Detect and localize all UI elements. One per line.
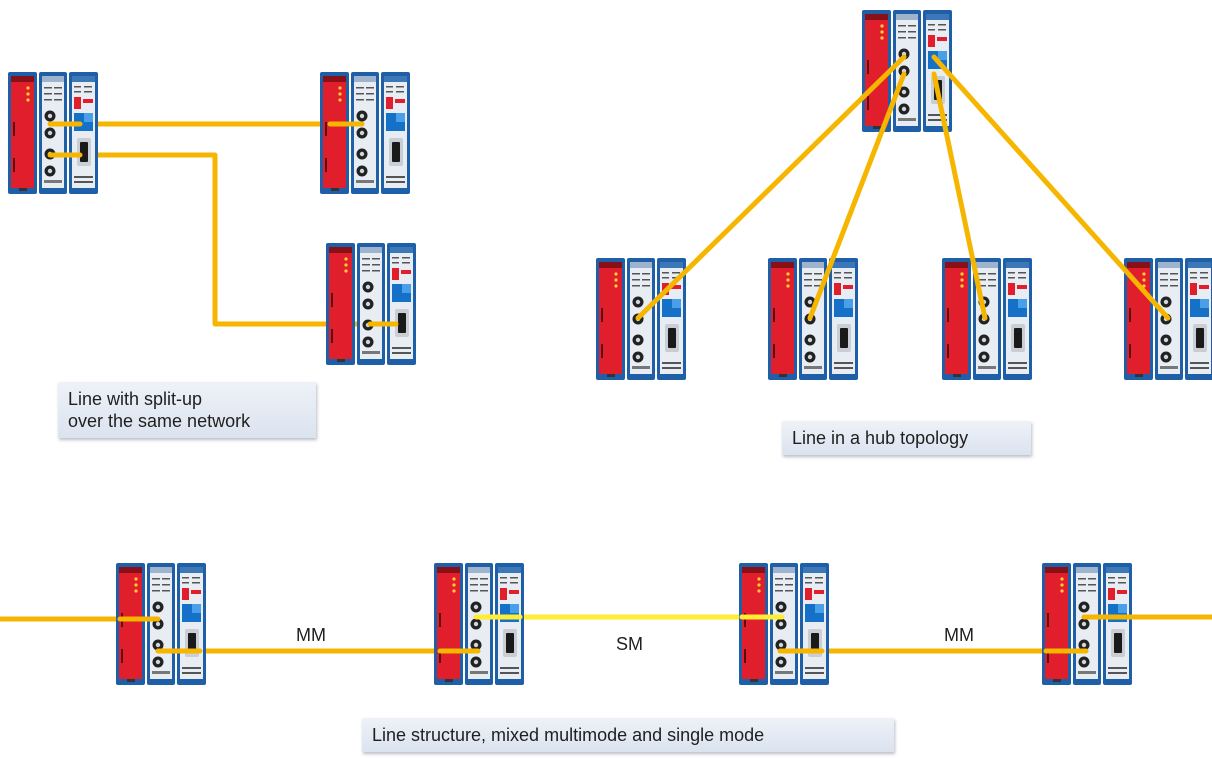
link-label-sm: SM (616, 634, 643, 654)
hub-cables (635, 54, 1171, 321)
device-line-2 (434, 563, 524, 685)
caption-line-structure: Line structure, mixed multimode and sing… (362, 718, 894, 752)
fiber-cable-hub-4 (931, 54, 1171, 321)
device-hub-central (862, 10, 952, 132)
split-up-cables (47, 121, 399, 327)
device-hub-node-2 (768, 258, 858, 380)
device-split-source (8, 72, 98, 194)
caption-split-up: Line with split-up over the same network (58, 382, 316, 438)
device-split-target-1 (320, 72, 410, 194)
device-line-3 (739, 563, 829, 685)
caption-split-up-line2: over the same network (68, 411, 251, 431)
device-hub-node-1 (596, 258, 686, 380)
caption-hub: Line in a hub topology (782, 421, 1031, 455)
link-label-mm-2: MM (944, 625, 974, 645)
link-label-mm-1: MM (296, 625, 326, 645)
device-split-target-2 (326, 243, 416, 365)
caption-line-structure-text: Line structure, mixed multimode and sing… (372, 725, 765, 745)
device-line-4 (1042, 563, 1132, 685)
line-structure-cables (0, 614, 1212, 654)
caption-hub-text: Line in a hub topology (792, 428, 969, 448)
fiber-cable-b (47, 152, 399, 327)
fiber-cable-hub-1 (635, 54, 907, 321)
device-line-1 (116, 563, 206, 685)
caption-split-up-line1: Line with split-up (68, 389, 203, 409)
fiber-cable-hub-3 (931, 71, 988, 321)
fiber-cable-hub-2 (807, 71, 907, 321)
